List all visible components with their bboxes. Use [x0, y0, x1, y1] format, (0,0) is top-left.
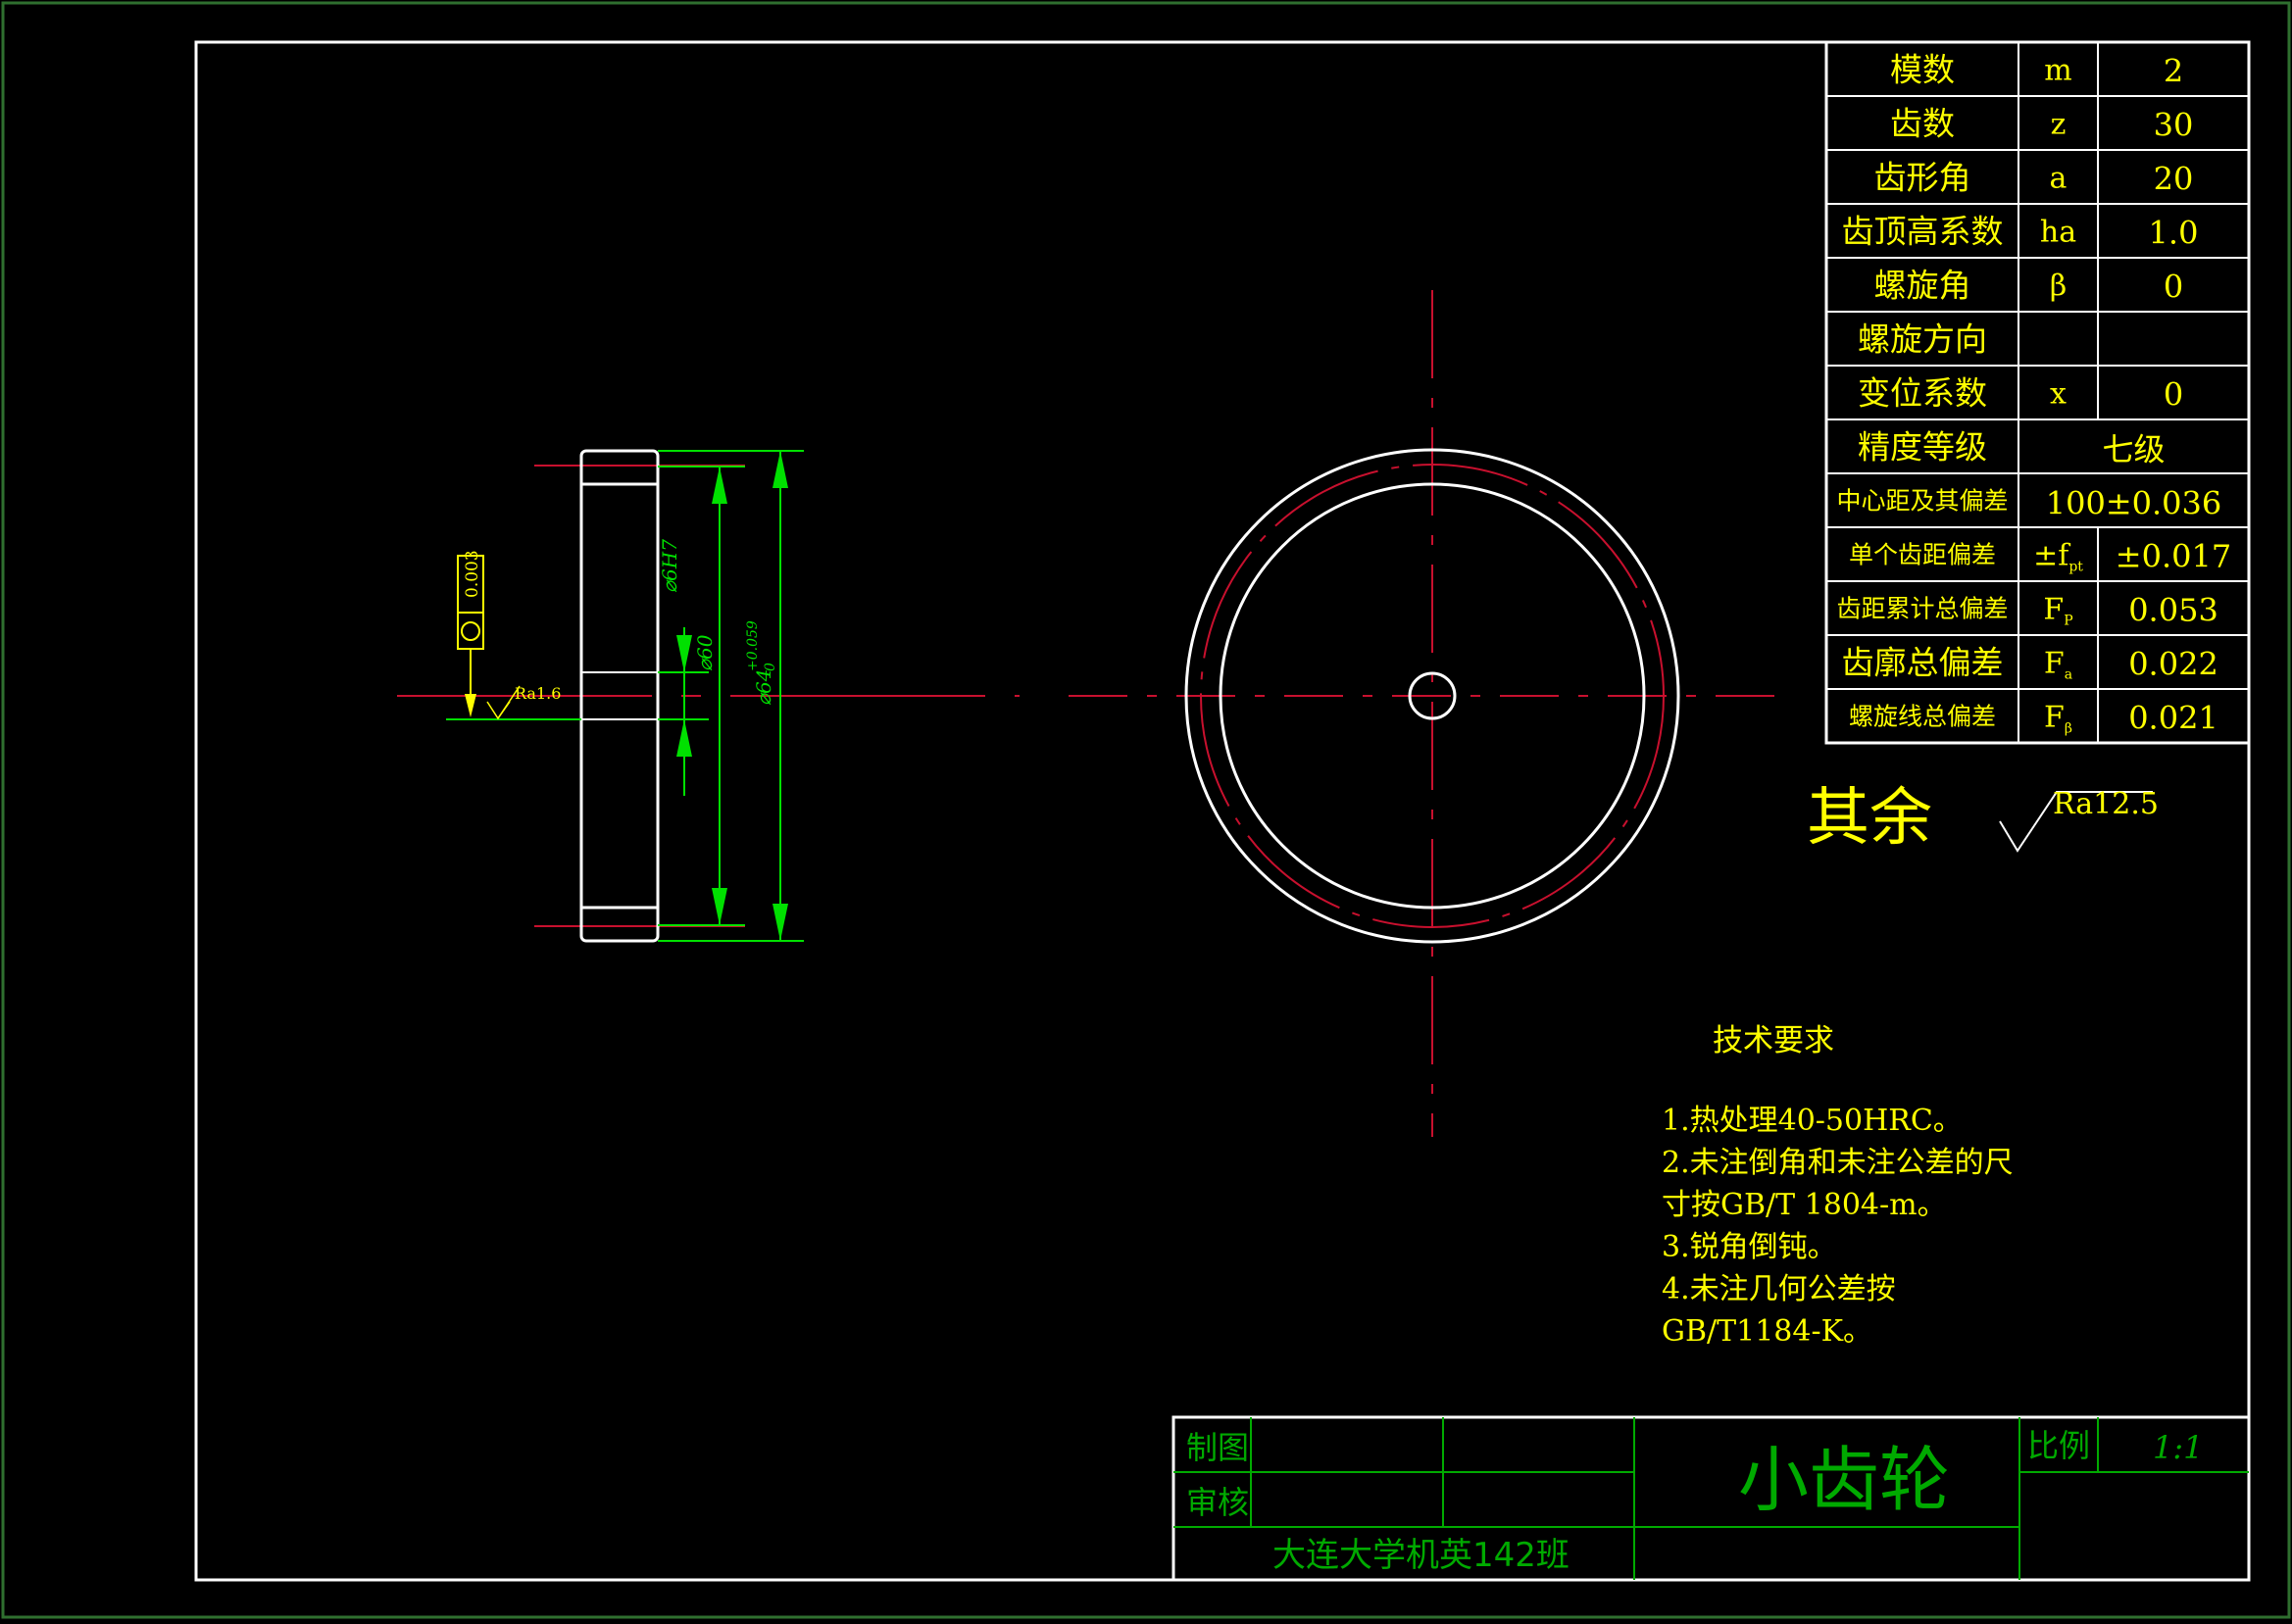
title-block-border	[1171, 1415, 2251, 1582]
gear-table-value: 1.0	[2149, 215, 2199, 252]
tb-scale-value: 1:1	[2153, 1429, 2204, 1466]
gear-table-symbol: ha	[2040, 216, 2076, 250]
title-block: 制图 审核 小齿轮 比例 1:1 大连大学机英142班	[1171, 1415, 2251, 1582]
circularity-icon	[461, 621, 480, 641]
gear-table-value: 20	[2154, 161, 2194, 198]
roughness-note: 其余 Ra12.5	[1807, 782, 2159, 855]
tech-req-line: 2.未注倒角和未注公差的尺	[1662, 1146, 2014, 1180]
arrow-hub-bottom	[712, 888, 727, 925]
dim-text-hub: ⌀60	[693, 634, 717, 671]
tech-req-line: GB/T1184-K。	[1662, 1314, 1872, 1349]
front-view	[1069, 290, 1789, 1137]
gear-table-symbol: Fa	[2044, 647, 2072, 683]
gear-table-symbol: m	[2044, 54, 2071, 88]
arrow-hub-top	[712, 467, 727, 504]
gear-table-label: 齿顶高系数	[1842, 213, 2004, 251]
tech-req-line: 1.热处理40-50HRC。	[1662, 1104, 1963, 1138]
dim-text-outer-tol: +0.059	[745, 620, 761, 671]
dim-text-bore: ⌀6H7	[658, 539, 681, 593]
gear-table-value: ±0.017	[2116, 538, 2231, 575]
arrow-outer-bottom	[772, 904, 788, 941]
tech-req-line: 4.未注几何公差按	[1662, 1272, 1896, 1306]
gear-pitch-circle	[1200, 464, 1665, 928]
tech-req-title: 技术要求	[1713, 1023, 1834, 1058]
arrow-outer-top	[772, 451, 788, 488]
gear-table-value: 0.021	[2128, 700, 2218, 737]
side-view: ⌀6H7 ⌀60 ⌀64 +0.059 0 0.003 Ra1.6	[397, 449, 1020, 943]
gear-table-label: 齿形角	[1874, 159, 1971, 197]
tb-drawn-label: 制图	[1186, 1429, 1249, 1466]
gear-table-label: 中心距及其偏差	[1836, 487, 2008, 516]
gear-table-value: 0	[2164, 376, 2183, 414]
gear-table-label: 齿距累计总偏差	[1836, 595, 2008, 623]
gear-table-label: 变位系数	[1858, 374, 1987, 413]
gear-table-value: 2	[2164, 53, 2183, 90]
dim-text-outer: ⌀64	[752, 669, 775, 707]
tech-req-line: 寸按GB/T 1804-m。	[1662, 1188, 1947, 1222]
gear-table-label: 螺旋角	[1874, 267, 1971, 305]
dim-text-outer-tol-lower: 0	[763, 663, 778, 671]
arrow-bore-bottom	[676, 719, 692, 757]
gear-table-value: 0.022	[2128, 646, 2218, 683]
gear-table-border	[1824, 40, 2251, 745]
gear-table-merged-value: 100±0.036	[2046, 485, 2222, 522]
gear-table-label: 齿廓总偏差	[1842, 644, 2004, 682]
gear-table-label: 精度等级	[1858, 428, 1987, 467]
gear-table-symbol: z	[2051, 108, 2067, 142]
roughness-local-icon	[486, 701, 511, 720]
roughness-prefix: 其余	[1807, 782, 1932, 855]
gear-table-merged-value: 七级	[2102, 431, 2165, 468]
gear-table-symbol: FP	[2043, 593, 2072, 629]
tb-organization: 大连大学机英142班	[1272, 1536, 1570, 1575]
gear-table-value: 0.053	[2128, 592, 2218, 629]
gear-table-symbol: Fβ	[2044, 701, 2072, 737]
roughness-local-leader	[497, 685, 521, 719]
gear-addendum-circle	[1184, 448, 1680, 944]
gear-hub-circle	[1219, 482, 1646, 910]
gear-table-label: 单个齿距偏差	[1849, 541, 1996, 569]
gear-table-value: 30	[2154, 107, 2194, 144]
tb-checked-label: 审核	[1186, 1484, 1249, 1521]
gear-table-symbol: a	[2050, 162, 2068, 196]
gear-bore-circle	[1408, 671, 1457, 720]
tolerance-value: 0.003	[463, 550, 482, 598]
gear-table-symbol: ±fpt	[2033, 539, 2083, 575]
gear-table-label: 螺旋线总偏差	[1849, 703, 1996, 731]
tolerance-arrow	[465, 694, 476, 717]
technical-requirements: 技术要求 1.热处理40-50HRC。 2.未注倒角和未注公差的尺 寸按GB/T…	[1662, 1023, 2014, 1349]
gear-table-label: 模数	[1890, 51, 1955, 89]
gear-table-label: 螺旋方向	[1858, 320, 1987, 359]
roughness-icon	[1999, 791, 2153, 853]
tb-part-name: 小齿轮	[1738, 1439, 1950, 1521]
gear-table-value: 0	[2164, 269, 2183, 306]
gear-table-symbol: x	[2050, 377, 2067, 412]
roughness-value: Ra12.5	[2053, 787, 2159, 821]
tb-scale-label: 比例	[2027, 1427, 2090, 1464]
gear-table-symbol: β	[2050, 270, 2067, 304]
roughness-local-text: Ra1.6	[515, 684, 561, 703]
gear-side-body	[579, 449, 660, 943]
gear-table-label: 齿数	[1890, 105, 1955, 143]
tech-req-line: 3.锐角倒钝。	[1662, 1230, 1837, 1264]
arrow-bore-top	[676, 635, 692, 672]
